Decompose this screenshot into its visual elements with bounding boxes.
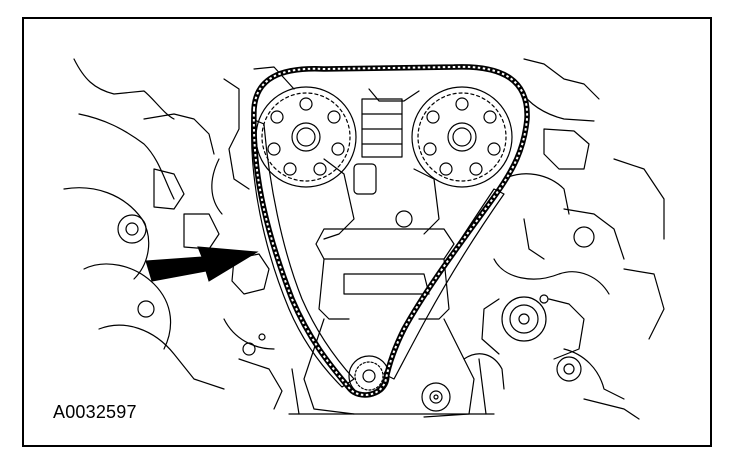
engine-block-outline	[63, 58, 665, 420]
right-camshaft-sprocket	[411, 86, 513, 188]
left-camshaft-sprocket	[255, 86, 357, 188]
engine-timing-illustration	[63, 58, 665, 420]
pointer-arrow	[145, 246, 259, 282]
figure-id-label: A0032597	[53, 402, 137, 422]
figure-frame: A0032597	[22, 17, 712, 447]
chain-tensioner-arm	[251, 118, 355, 388]
chain-guide	[383, 188, 505, 380]
timing-chain	[251, 64, 530, 398]
